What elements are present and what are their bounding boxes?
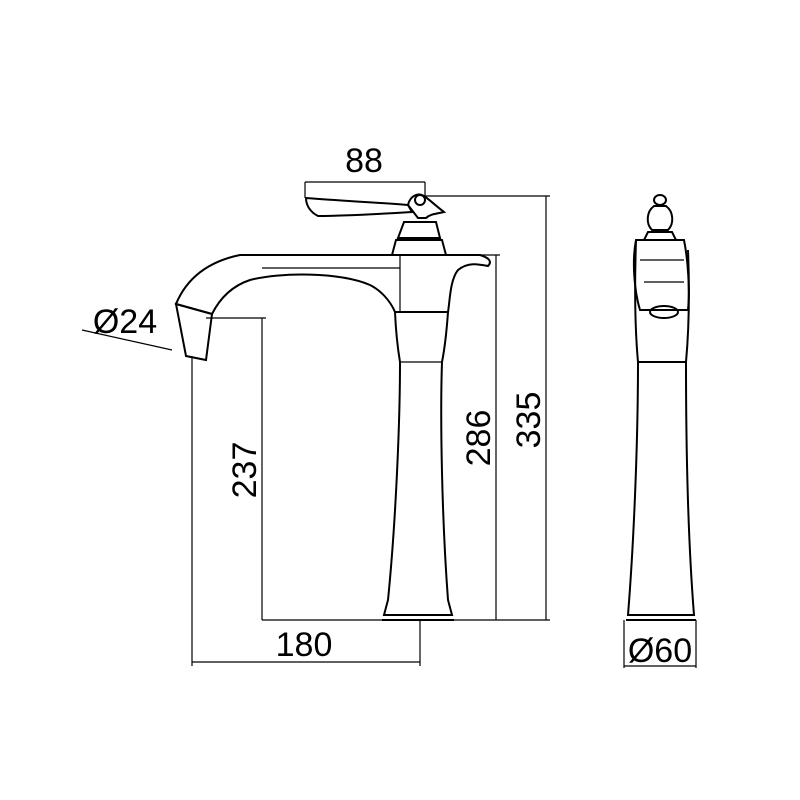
dim-body-height: 286 bbox=[460, 410, 498, 467]
dimension-lines bbox=[81, 181, 697, 668]
dim-spout-height: 237 bbox=[226, 442, 264, 499]
dim-reach: 180 bbox=[276, 626, 333, 664]
dim-total-height: 335 bbox=[510, 392, 548, 449]
faucet-side-view bbox=[626, 194, 696, 621]
dim-base-diameter: Ø60 bbox=[628, 632, 692, 670]
dim-spout-diameter: Ø24 bbox=[93, 303, 157, 341]
dim-handle-width: 88 bbox=[345, 142, 383, 180]
faucet-front-view bbox=[174, 193, 491, 621]
